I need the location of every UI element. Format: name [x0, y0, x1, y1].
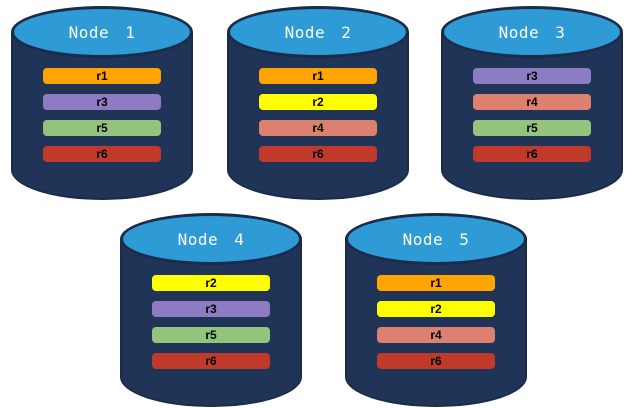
replica-bar-r6: r6: [43, 146, 161, 162]
replica-bar-r6: r6: [377, 353, 495, 369]
replica-list: r3 r4 r5 r6: [441, 68, 623, 162]
replica-bar-r5: r5: [43, 120, 161, 136]
node-title: Node 2: [284, 22, 352, 42]
replica-bar-r4: r4: [259, 120, 377, 136]
replica-list: r1 r3 r5 r6: [11, 68, 193, 162]
cylinder-top: Node 3: [441, 6, 623, 58]
cylinder-top: Node 4: [120, 213, 302, 265]
cylinder-top: Node 1: [11, 6, 193, 58]
replica-bar-r4: r4: [377, 327, 495, 343]
database-node-node-3: Node 3 r3 r4 r5 r6: [441, 6, 623, 200]
node-title: Node 5: [402, 229, 470, 249]
replica-bar-r1: r1: [43, 68, 161, 84]
replica-list: r2 r3 r5 r6: [120, 275, 302, 369]
node-title: Node 3: [498, 22, 566, 42]
replica-bar-r3: r3: [43, 94, 161, 110]
node-title: Node 4: [177, 229, 245, 249]
cylinder-top: Node 5: [345, 213, 527, 265]
database-node-node-2: Node 2 r1 r2 r4 r6: [227, 6, 409, 200]
replica-bar-r2: r2: [152, 275, 270, 291]
database-node-node-4: Node 4 r2 r3 r5 r6: [120, 213, 302, 407]
database-node-node-1: Node 1 r1 r3 r5 r6: [11, 6, 193, 200]
replica-bar-r1: r1: [377, 275, 495, 291]
replica-bar-r6: r6: [473, 146, 591, 162]
cylinder-body: [120, 239, 302, 407]
replica-bar-r5: r5: [473, 120, 591, 136]
replica-bar-r1: r1: [259, 68, 377, 84]
cylinder-body: [345, 239, 527, 407]
replica-bar-r3: r3: [152, 301, 270, 317]
cylinder-body: [441, 32, 623, 200]
cylinder-top: Node 2: [227, 6, 409, 58]
database-node-node-5: Node 5 r1 r2 r4 r6: [345, 213, 527, 407]
replica-bar-r2: r2: [377, 301, 495, 317]
replica-bar-r6: r6: [152, 353, 270, 369]
replica-bar-r6: r6: [259, 146, 377, 162]
node-title: Node 1: [68, 22, 136, 42]
replica-list: r1 r2 r4 r6: [227, 68, 409, 162]
replica-bar-r5: r5: [152, 327, 270, 343]
replica-bar-r2: r2: [259, 94, 377, 110]
replica-bar-r4: r4: [473, 94, 591, 110]
replica-list: r1 r2 r4 r6: [345, 275, 527, 369]
cylinder-body: [227, 32, 409, 200]
replica-bar-r3: r3: [473, 68, 591, 84]
cylinder-body: [11, 32, 193, 200]
